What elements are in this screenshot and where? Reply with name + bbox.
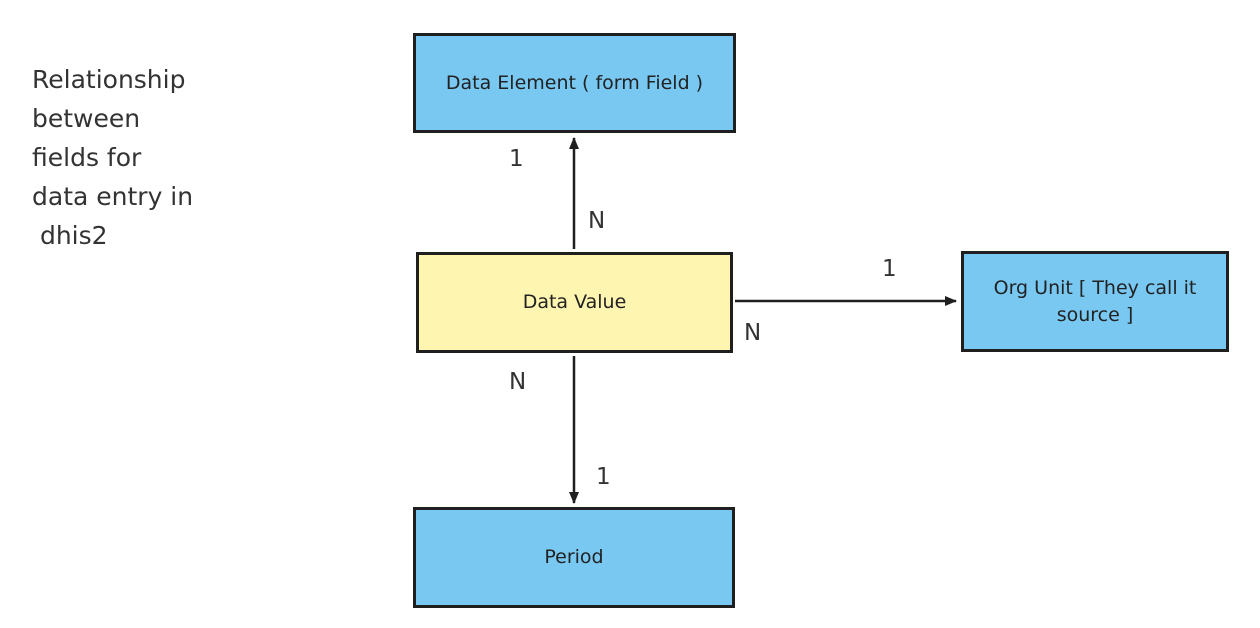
diagram-description: Relationship between fields for data ent… xyxy=(32,60,222,255)
entity-period[interactable]: Period xyxy=(413,507,735,608)
cardinality-org-unit-one: 1 xyxy=(882,256,897,282)
entity-data-element-label: Data Element ( form Field ) xyxy=(445,71,704,94)
entity-data-value[interactable]: Data Value xyxy=(416,252,733,353)
description-line: fields for xyxy=(32,143,142,172)
description-line: Relationship xyxy=(32,65,186,94)
description-line: data entry in xyxy=(32,182,194,211)
description-line: dhis2 xyxy=(32,221,108,250)
entity-org-unit[interactable]: Org Unit [ They call it source ] xyxy=(961,251,1229,352)
cardinality-period-many: N xyxy=(509,369,527,395)
entity-data-value-label: Data Value xyxy=(522,291,627,313)
cardinality-org-unit-many: N xyxy=(744,320,762,346)
cardinality-data-element-many: N xyxy=(588,208,606,234)
cardinality-period-one: 1 xyxy=(596,464,611,490)
entity-period-label: Period xyxy=(544,546,604,568)
cardinality-data-element-one: 1 xyxy=(509,146,524,172)
description-line: between xyxy=(32,104,141,133)
entity-org-unit-label: Org Unit [ They call it source ] xyxy=(993,276,1197,326)
entity-data-element[interactable]: Data Element ( form Field ) xyxy=(413,33,736,133)
